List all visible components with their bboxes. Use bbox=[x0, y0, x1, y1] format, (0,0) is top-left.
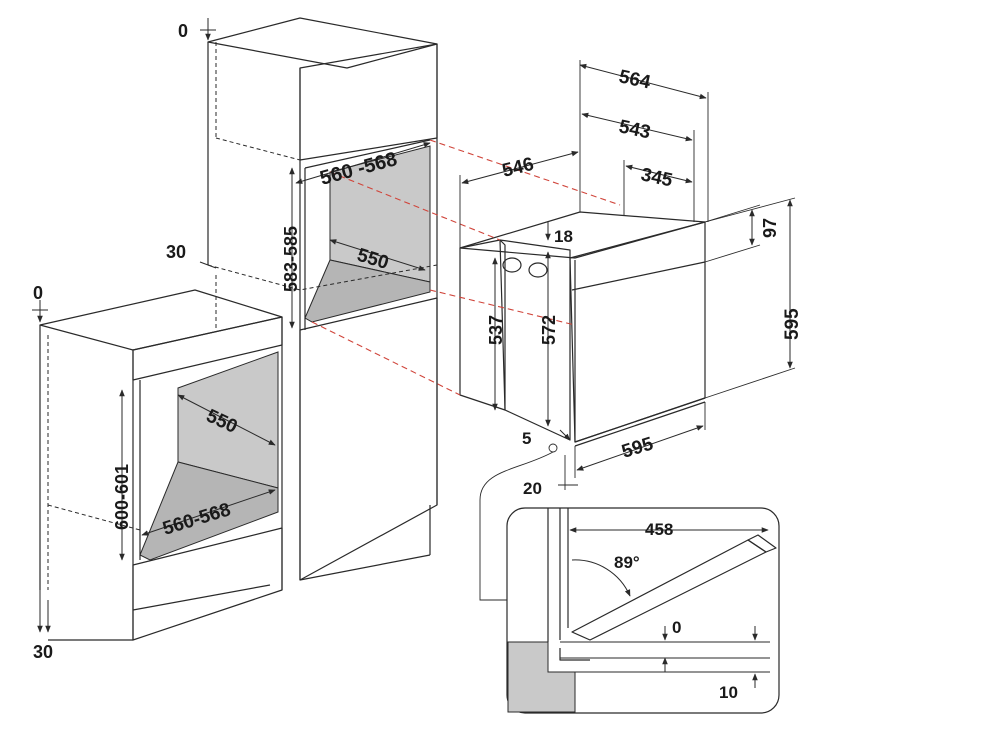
upper-niche-floor bbox=[304, 259, 431, 323]
oven-vent-left bbox=[502, 257, 522, 273]
oven-height-total-label: 595 bbox=[782, 308, 803, 340]
oven-vent-right bbox=[528, 262, 548, 278]
oven-depth-front-label: 546 bbox=[500, 154, 536, 182]
oven-panel-height-label: 97 bbox=[760, 218, 780, 238]
upper-plinth-gap-label: 30 bbox=[166, 242, 186, 262]
oven-body-side bbox=[499, 239, 571, 441]
oven-body-height-rear-label: 537 bbox=[486, 315, 506, 345]
upper-niche-height-label: 583-585 bbox=[281, 226, 301, 292]
oven-side bbox=[459, 239, 506, 411]
door-gap-bottom-label: 10 bbox=[719, 683, 738, 702]
door-length-label: 458 bbox=[645, 520, 673, 539]
door-detail-panel bbox=[506, 507, 780, 714]
oven-bottom-offset-label: 5 bbox=[522, 429, 531, 448]
lower-niche-height-label: 600-601 bbox=[112, 464, 132, 530]
oven-depth-side-label: 345 bbox=[639, 164, 675, 191]
oven-top-offset-label: 18 bbox=[554, 227, 573, 246]
oven-body-height-front-label: 572 bbox=[539, 315, 559, 345]
dimension-lines bbox=[32, 18, 796, 633]
oven-top bbox=[459, 211, 706, 259]
lower-cabinet-base bbox=[132, 527, 283, 641]
oven-depth-body-label: 543 bbox=[617, 116, 652, 143]
lower-cabinet bbox=[39, 289, 283, 641]
lower-plinth-gap-label: 30 bbox=[33, 642, 53, 662]
oven-width-total-label: 595 bbox=[619, 433, 656, 462]
upper-top-gap-label: 0 bbox=[178, 21, 188, 41]
oven-depth-total-label: 564 bbox=[617, 66, 653, 93]
lower-top-gap-label: 0 bbox=[33, 283, 43, 303]
door-angle-label: 89° bbox=[614, 553, 640, 572]
upper-cabinet-top bbox=[207, 17, 438, 69]
lower-cabinet-top bbox=[39, 289, 283, 351]
door-gap-top-label: 0 bbox=[672, 618, 681, 637]
upper-cabinet-base bbox=[299, 297, 438, 581]
oven-door-offset-label: 20 bbox=[523, 479, 542, 498]
